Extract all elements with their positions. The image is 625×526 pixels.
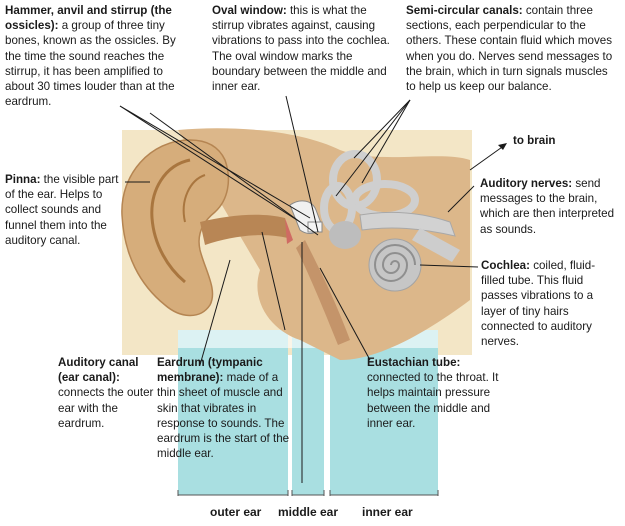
eardrum-shape <box>285 218 293 244</box>
label-auditory-canal-body: connects the outer ear with the eardrum. <box>58 386 154 430</box>
label-cochlea-body: coiled, fluid-filled tube. This fluid pa… <box>481 259 596 349</box>
label-oval-window-title: Oval window: <box>212 4 287 17</box>
label-auditory-nerves-body: send messages to the brain, which are th… <box>480 177 615 236</box>
label-pinna: Pinna: the visible part of the ear. Help… <box>5 172 120 248</box>
label-oval-window: Oval window: this is what the stirrup vi… <box>212 3 392 94</box>
auditory-canal-shape <box>200 214 288 245</box>
label-pinna-title: Pinna: <box>5 173 41 186</box>
label-semicircular: Semi-circular canals: contain three sect… <box>406 3 614 94</box>
label-semicircular-body: contain three sections, each perpendicul… <box>406 4 613 94</box>
label-eardrum-title: Eardrum (tympanic membrane): <box>157 356 263 385</box>
label-eardrum: Eardrum (tympanic membrane): made of a t… <box>157 355 297 461</box>
label-semicircular-title: Semi-circular canals: <box>406 4 523 17</box>
label-cochlea: Cochlea: coiled, fluid-filled tube. This… <box>481 258 616 349</box>
outer-ear-band <box>178 330 288 495</box>
label-pinna-body: the visible part of the ear. Helps to co… <box>5 173 119 247</box>
region-inner-ear: inner ear <box>362 505 413 519</box>
arrow-head <box>498 143 507 150</box>
label-cochlea-title: Cochlea: <box>481 259 530 272</box>
middle-ear-band <box>292 330 324 495</box>
region-outer-ear: outer ear <box>210 505 262 519</box>
label-oval-window-body: this is what the stirrup vibrates agains… <box>212 4 390 94</box>
label-ossicles-body: a group of three tiny bones, known as th… <box>5 19 176 109</box>
label-eustachian-title: Eustachian tube: <box>367 356 461 369</box>
label-auditory-nerves-title: Auditory nerves: <box>480 177 573 190</box>
label-eustachian-body: connected to the throat. It helps mainta… <box>367 371 499 430</box>
auditory-nerves-shape <box>359 211 456 237</box>
label-to-brain: to brain <box>513 134 556 147</box>
region-middle-ear: middle ear <box>278 505 339 519</box>
label-eustachian: Eustachian tube: connected to the throat… <box>367 355 512 431</box>
label-ossicles: Hammer, anvil and stirrup (the ossicles)… <box>5 3 180 109</box>
label-ossicles-title: Hammer, anvil and stirrup (the ossicles)… <box>5 4 172 33</box>
eustachian-tube-shape <box>296 240 350 345</box>
pinna-shape <box>121 139 230 317</box>
label-auditory-canal: Auditory canal (ear canal): connects the… <box>58 355 163 431</box>
cochlea-shape <box>368 238 422 292</box>
label-eardrum-body: made of a thin sheet of muscle and skin … <box>157 371 290 461</box>
label-auditory-nerves: Auditory nerves: send messages to the br… <box>480 176 620 237</box>
label-auditory-canal-title: Auditory canal (ear canal): <box>58 356 139 385</box>
